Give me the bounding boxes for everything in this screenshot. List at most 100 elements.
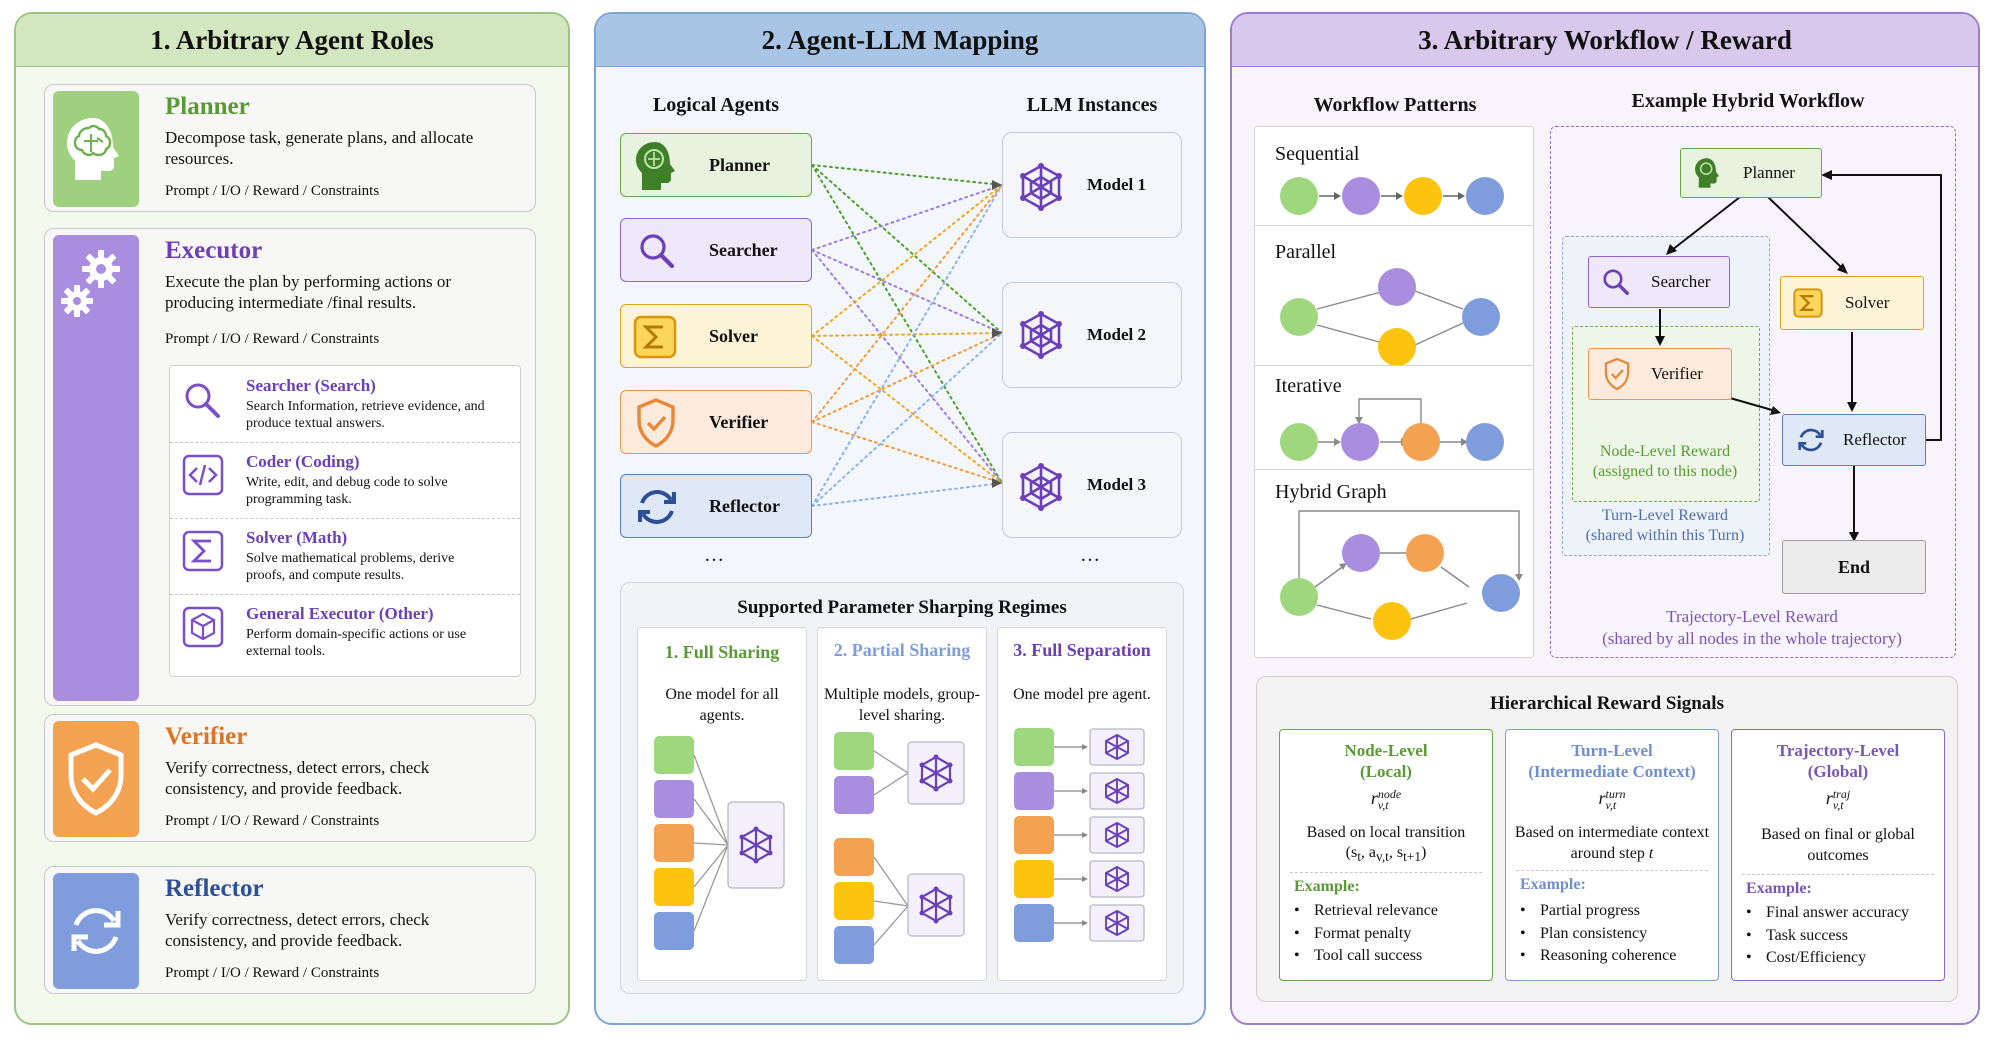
cube-icon (182, 606, 224, 648)
panel-title: 1. Arbitrary Agent Roles (16, 14, 568, 67)
brain-head-icon (1695, 158, 1720, 188)
search-icon (185, 383, 220, 418)
executor-desc: Execute the plan by performing actions o… (165, 272, 452, 312)
refresh-icon (638, 490, 676, 524)
subtype-desc: Perform domain-specific actions or use e… (246, 627, 467, 659)
executor-subtypes: Searcher (Search) Search Information, re… (169, 365, 521, 677)
trajectory-level-reward-label: Trajectory-Level Reward (shared by all n… (1602, 607, 1902, 648)
workflow-node-searcher[interactable]: Searcher (1588, 256, 1730, 308)
reward-formula: (st, av,t, st+1) (1345, 844, 1427, 865)
node-label: Solver (1845, 293, 1890, 312)
model-2[interactable]: Model 2 (1002, 282, 1182, 388)
pattern-graph (1280, 398, 1504, 461)
verifier-desc: Verify correctness, detect errors, check… (165, 758, 430, 798)
planner-desc: Decompose task, generate plans, and allo… (165, 128, 474, 168)
panel-title: 3. Arbitrary Workflow / Reward (1232, 14, 1978, 67)
agent-reflector[interactable]: Reflector (620, 474, 812, 538)
workflow-patterns-box: Sequential Parallel Iterative Hybrid Gra… (1254, 126, 1534, 658)
pattern-name: Iterative (1275, 375, 1342, 397)
subtype-coder: Coder (Coding) Write, edit, and debug co… (170, 442, 520, 519)
reward-title: Turn-Level (Intermediate Context) (1528, 741, 1696, 781)
refresh-icon (1798, 428, 1824, 452)
reward-signals-box: Hierarchical Reward Signals Node-Level (… (1256, 676, 1958, 1002)
executor-foot: Prompt / I/O / Reward / Constraints (165, 331, 380, 347)
reward-sup: turn (1605, 786, 1626, 801)
node-label: Planner (1743, 163, 1795, 182)
pattern-name: Sequential (1275, 143, 1360, 165)
hybrid-workflow-title: Example Hybrid Workflow (1631, 90, 1865, 112)
pattern-iterative: Iterative (1255, 365, 1533, 470)
refresh-icon (71, 908, 121, 954)
node-label: Searcher (1651, 272, 1711, 291)
regime-diagram (1014, 728, 1145, 942)
example-item: Task success (1746, 925, 1909, 948)
subtype-general: General Executor (Other) Perform domain-… (170, 594, 520, 670)
node-level-reward-label: Node-Level Reward (assigned to this node… (1592, 443, 1738, 480)
agent-label: Reflector (709, 495, 780, 516)
pattern-graph (1280, 268, 1500, 365)
node-label: Verifier (1651, 364, 1703, 383)
panel-agent-roles: 1. Arbitrary Agent Roles Planner Decompo… (14, 12, 570, 1025)
pattern-graph (1280, 177, 1504, 215)
model-label: Model 1 (1087, 175, 1147, 194)
model-1[interactable]: Model 1 (1002, 132, 1182, 238)
agent-planner[interactable]: Planner (620, 133, 812, 197)
example-item: Partial progress (1520, 900, 1676, 923)
pattern-parallel: Parallel (1255, 225, 1533, 366)
shield-check-icon (68, 742, 124, 816)
example-item: Retrieval relevance (1294, 900, 1438, 923)
shield-check-icon (637, 398, 675, 448)
pattern-sequential: Sequential (1255, 127, 1533, 226)
trajectory-box (1550, 126, 1956, 658)
sigma-icon (633, 315, 677, 359)
node-label: Reflector (1843, 430, 1907, 449)
reflector-name: Reflector (165, 875, 264, 902)
subtype-name: General Executor (Other) (246, 604, 434, 623)
example-item: Tool call success (1294, 945, 1438, 968)
model-3[interactable]: Model 3 (1002, 432, 1182, 538)
agent-searcher[interactable]: Searcher (620, 218, 812, 282)
example-label: Example: (1294, 878, 1360, 895)
reward-examples: Retrieval relevance Format penalty Tool … (1294, 900, 1438, 968)
workflow-node-solver[interactable]: Solver (1780, 276, 1924, 330)
workflow-node-planner[interactable]: Planner (1680, 148, 1822, 198)
reward-divider (1742, 874, 1934, 875)
agent-solver[interactable]: Solver (620, 304, 812, 368)
regime-full-sharing: 1. Full Sharing One model for all agents… (637, 627, 807, 981)
subtype-name: Searcher (Search) (246, 376, 376, 395)
subtype-name: Coder (Coding) (246, 452, 360, 471)
reward-title: Trajectory-Level (Global) (1776, 741, 1900, 781)
regime-desc: Multiple models, group-level sharing. (824, 686, 980, 724)
workflow-node-reflector[interactable]: Reflector (1782, 414, 1926, 466)
workflow-node-end[interactable]: End (1782, 540, 1926, 594)
reward-sup: node (1377, 786, 1402, 801)
planner-icon-tile (53, 91, 139, 207)
executor-name: Executor (165, 237, 263, 264)
agent-label: Searcher (709, 239, 778, 260)
model-label: Model 3 (1087, 475, 1147, 494)
verifier-foot: Prompt / I/O / Reward / Constraints (165, 813, 380, 829)
workflow-patterns-title: Workflow Patterns (1313, 94, 1477, 116)
reflector-foot: Prompt / I/O / Reward / Constraints (165, 965, 380, 981)
brain-head-icon (636, 142, 675, 190)
reward-signals-title: Hierarchical Reward Signals (1490, 693, 1724, 714)
regime-title: 1. Full Sharing (664, 642, 780, 662)
subtype-desc: Solve mathematical problems, derive proo… (246, 551, 455, 583)
shield-check-icon (1604, 357, 1630, 391)
network-icon (1020, 463, 1062, 511)
workflow-node-verifier[interactable]: Verifier (1588, 348, 1732, 400)
executor-tile (53, 235, 139, 701)
agents-ellipsis: … (704, 544, 724, 566)
network-icon (1020, 163, 1062, 211)
planner-name: Planner (165, 93, 250, 120)
verifier-card: Verifier Verify correctness, detect erro… (44, 714, 536, 842)
agent-verifier[interactable]: Verifier (620, 390, 812, 454)
subtype-searcher: Searcher (Search) Search Information, re… (170, 366, 520, 443)
